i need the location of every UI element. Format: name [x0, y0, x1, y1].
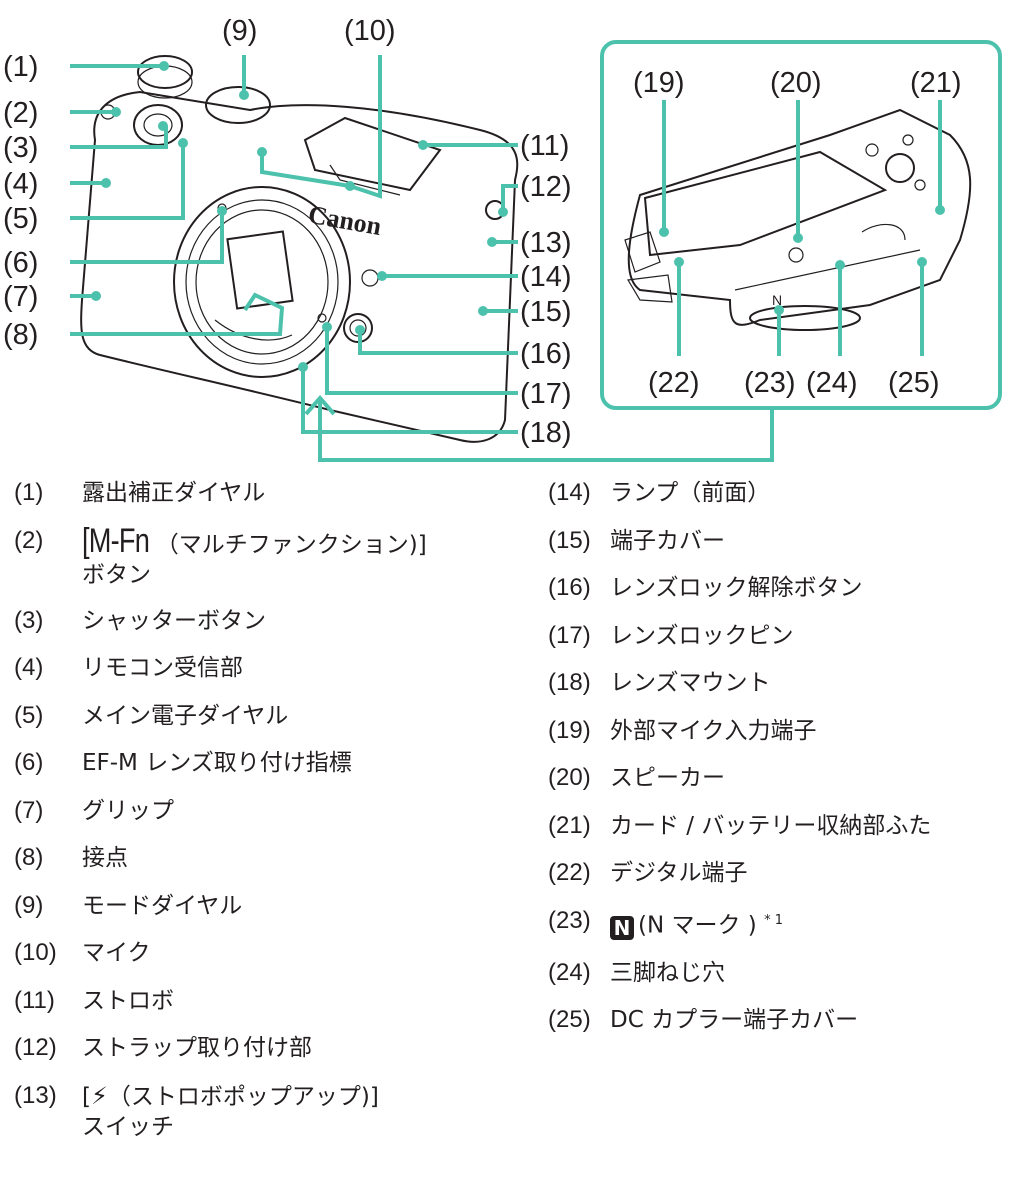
callout-14: (14): [520, 261, 572, 293]
legend-left-column: (1)露出補正ダイヤル (2) [M-Fn（マルチファンクション)] ボタン (…: [14, 478, 534, 1159]
callout-15: (15): [520, 296, 572, 328]
callout-4: (4): [3, 168, 38, 200]
legend-item: (22)デジタル端子: [548, 859, 748, 886]
camera-rear-bottom-illustration: N: [600, 40, 1002, 410]
callout-12: (12): [520, 171, 572, 203]
legend-item: (6)EF-M レンズ取り付け指標: [14, 749, 352, 776]
m-fn-button-label: [M-Fn: [82, 521, 150, 560]
legend-item: (20)スピーカー: [548, 764, 725, 791]
legend-item: (19)外部マイク入力端子: [548, 716, 817, 744]
legend-item: (24)三脚ねじ穴: [548, 958, 725, 986]
callout-22: (22): [648, 367, 700, 399]
legend-item: (1)露出補正ダイヤル: [14, 479, 266, 506]
nfc-n-mark-icon: N: [610, 916, 634, 941]
callout-3: (3): [3, 132, 38, 164]
callout-5: (5): [3, 203, 38, 235]
legend-item: (12)ストラップ取り付け部: [14, 1034, 312, 1061]
callout-13: (13): [520, 227, 572, 259]
callout-10: (10): [344, 15, 396, 47]
flash-popup-icon: ⚡: [90, 1081, 108, 1110]
footnote-marker: * 1: [764, 912, 783, 928]
legend-item: (11)ストロボ: [14, 986, 174, 1014]
callout-19: (19): [633, 67, 685, 99]
legend-right-column: (14)ランプ（前面） (15)端子カバー (16)レンズロック解除ボタン (1…: [548, 478, 1018, 1053]
legend-item: (8)接点: [14, 844, 128, 871]
callout-24: (24): [806, 367, 858, 399]
callout-labels: (1) (2) (3) (4) (5) (6) (7) (8) (9) (10)…: [3, 15, 962, 449]
brand-logo-text: Canon: [306, 200, 384, 241]
callout-21: (21): [910, 67, 962, 99]
callout-11: (11): [520, 130, 569, 162]
legend-item: (14)ランプ（前面）: [548, 479, 771, 506]
rear-view-frame: [600, 40, 1002, 410]
legend-item: (23) N(N マーク ) * 1: [548, 906, 783, 941]
callout-18: (18): [520, 417, 572, 449]
callout-23: (23): [744, 367, 796, 399]
leader-lines: [70, 55, 945, 462]
callout-25: (25): [888, 367, 940, 399]
legend-item: (5)メイン電子ダイヤル: [14, 701, 289, 729]
callout-8: (8): [3, 319, 38, 351]
legend-item: (17)レンズロックピン: [548, 621, 794, 649]
legend-item: (16)レンズロック解除ボタン: [548, 574, 863, 601]
camera-front-illustration: Canon: [80, 55, 519, 443]
legend-item: (25)DC カプラー端子カバー: [548, 1006, 859, 1034]
legend-item: (15)端子カバー: [548, 526, 725, 554]
legend-item: (10)マイク: [14, 939, 151, 966]
legend-item: (4)リモコン受信部: [14, 654, 243, 681]
camera-parts-diagram: Canon N: [3, 15, 1002, 462]
legend-item: (9)モードダイヤル: [14, 891, 243, 919]
callout-2: (2): [3, 97, 38, 129]
callout-16: (16): [520, 338, 572, 370]
legend-item: (21)カード / バッテリー収納部ふた: [548, 811, 932, 839]
nfc-mark-on-camera: N: [772, 292, 782, 308]
legend-item: (13) [⚡（ストロボポップアップ)] スイッチ: [14, 1081, 379, 1140]
legend-item: (7)グリップ: [14, 796, 174, 824]
callout-7: (7): [3, 281, 38, 313]
callout-20: (20): [770, 67, 822, 99]
legend-item: (18)レンズマウント: [548, 669, 771, 696]
callout-17: (17): [520, 378, 572, 410]
callout-9: (9): [222, 15, 257, 47]
callout-1: (1): [3, 51, 38, 83]
legend-item: (3)シャッターボタン: [14, 606, 266, 634]
legend-item: (2) [M-Fn（マルチファンクション)] ボタン: [14, 521, 427, 588]
callout-6: (6): [3, 247, 38, 279]
